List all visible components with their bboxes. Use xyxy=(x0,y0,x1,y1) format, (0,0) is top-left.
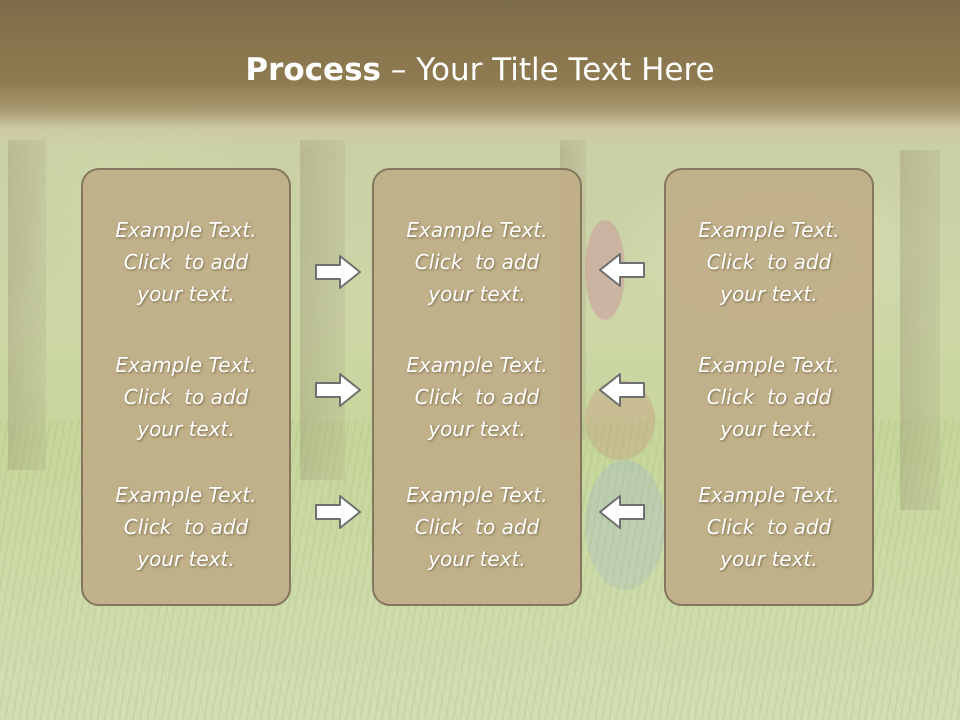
text-block[interactable]: Example Text. Click to add your text. xyxy=(666,214,872,310)
text-line: Example Text. xyxy=(115,218,257,242)
text-line: Click to add xyxy=(706,385,832,409)
arrow-right-icon[interactable] xyxy=(313,252,363,292)
text-block[interactable]: Example Text. Click to add your text. xyxy=(666,349,872,445)
text-block[interactable]: Example Text. Click to add your text. xyxy=(666,479,872,575)
text-line: Click to add xyxy=(414,515,540,539)
text-line: Example Text. xyxy=(698,218,840,242)
text-line: Click to add xyxy=(123,250,249,274)
process-box-right[interactable]: Example Text. Click to add your text. Ex… xyxy=(664,168,874,606)
text-line: your text. xyxy=(720,547,818,571)
header-band xyxy=(0,0,960,150)
text-line: Example Text. xyxy=(406,483,548,507)
text-line: Example Text. xyxy=(698,353,840,377)
text-line: Example Text. xyxy=(115,353,257,377)
text-line: Example Text. xyxy=(698,483,840,507)
text-line: Example Text. xyxy=(406,353,548,377)
process-box-center[interactable]: Example Text. Click to add your text. Ex… xyxy=(372,168,582,606)
text-line: Click to add xyxy=(123,385,249,409)
text-line: your text. xyxy=(137,547,235,571)
arrow-left-icon[interactable] xyxy=(597,250,647,290)
text-line: Example Text. xyxy=(406,218,548,242)
text-block[interactable]: Example Text. Click to add your text. xyxy=(83,479,289,575)
text-line: your text. xyxy=(428,282,526,306)
text-line: your text. xyxy=(428,417,526,441)
text-line: your text. xyxy=(428,547,526,571)
arrow-left-icon[interactable] xyxy=(597,492,647,532)
arrow-left-icon[interactable] xyxy=(597,370,647,410)
arrow-right-icon[interactable] xyxy=(313,492,363,532)
text-line: Click to add xyxy=(706,515,832,539)
title-rest: – Your Title Text Here xyxy=(381,52,715,88)
text-line: your text. xyxy=(137,282,235,306)
text-line: Click to add xyxy=(123,515,249,539)
process-box-left[interactable]: Example Text. Click to add your text. Ex… xyxy=(81,168,291,606)
text-line: your text. xyxy=(720,282,818,306)
text-block[interactable]: Example Text. Click to add your text. xyxy=(83,214,289,310)
slide-title[interactable]: Process – Your Title Text Here xyxy=(0,52,960,88)
arrow-right-icon[interactable] xyxy=(313,370,363,410)
text-block[interactable]: Example Text. Click to add your text. xyxy=(374,214,580,310)
text-block[interactable]: Example Text. Click to add your text. xyxy=(374,349,580,445)
text-block[interactable]: Example Text. Click to add your text. xyxy=(83,349,289,445)
text-line: Click to add xyxy=(414,385,540,409)
text-line: your text. xyxy=(137,417,235,441)
text-line: Click to add xyxy=(414,250,540,274)
text-line: Example Text. xyxy=(115,483,257,507)
text-line: Click to add xyxy=(706,250,832,274)
title-bold: Process xyxy=(245,52,381,88)
text-line: your text. xyxy=(720,417,818,441)
text-block[interactable]: Example Text. Click to add your text. xyxy=(374,479,580,575)
